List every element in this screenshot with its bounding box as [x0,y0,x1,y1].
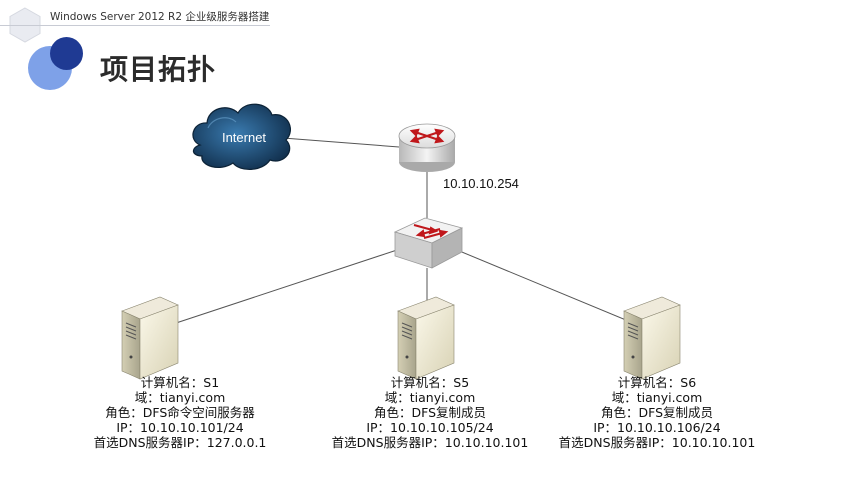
server-dns: 首选DNS服务器IP：10.10.10.101 [558,435,756,450]
internet-label: Internet [222,130,266,145]
router-ip-label: 10.10.10.254 [443,176,519,191]
server-role: 角色：DFS复制成员 [373,405,487,420]
server-s5-info: 计算机名：S5 域：tianyi.com 角色：DFS复制成员 IP：10.10… [320,375,540,450]
server-dns: 首选DNS服务器IP：127.0.0.1 [93,435,267,450]
header-bar: Windows Server 2012 R2 企业级服务器搭建 [0,0,860,43]
server-dns: 首选DNS服务器IP：10.10.10.101 [331,435,529,450]
switch-icon [393,217,464,269]
header-divider [0,25,270,26]
server-domain: 域：tianyi.com [611,390,703,405]
server-domain: 域：tianyi.com [384,390,476,405]
page-title: 项目拓扑 [100,53,217,86]
server-s1-icon [121,296,179,380]
server-role: 角色：DFS复制成员 [600,405,714,420]
link-switch-s1 [169,249,398,326]
server-hostname: 计算机名：S1 [140,375,220,390]
server-ip: IP：10.10.10.101/24 [116,420,244,435]
server-s6-info: 计算机名：S6 域：tianyi.com 角色：DFS复制成员 IP：10.10… [547,375,767,450]
server-hostname: 计算机名：S5 [390,375,470,390]
server-ip: IP：10.10.10.106/24 [593,420,721,435]
network-links [169,137,639,326]
decorative-circle-dark [50,37,83,70]
header-title: Windows Server 2012 R2 企业级服务器搭建 [50,11,270,23]
router-arrows-icon [409,128,445,144]
server-role: 角色：DFS命令空间服务器 [105,405,255,420]
internet-cloud-icon: Internet [192,103,291,170]
server-ip: IP：10.10.10.105/24 [366,420,494,435]
server-domain: 域：tianyi.com [134,390,226,405]
server-s6-icon [623,296,681,380]
server-s5-icon [397,296,455,380]
link-switch-s6 [456,249,639,326]
server-hostname: 计算机名：S6 [617,375,697,390]
server-s1-info: 计算机名：S1 域：tianyi.com 角色：DFS命令空间服务器 IP：10… [70,375,290,450]
link-internet-router [282,137,400,148]
router-icon [398,123,456,172]
